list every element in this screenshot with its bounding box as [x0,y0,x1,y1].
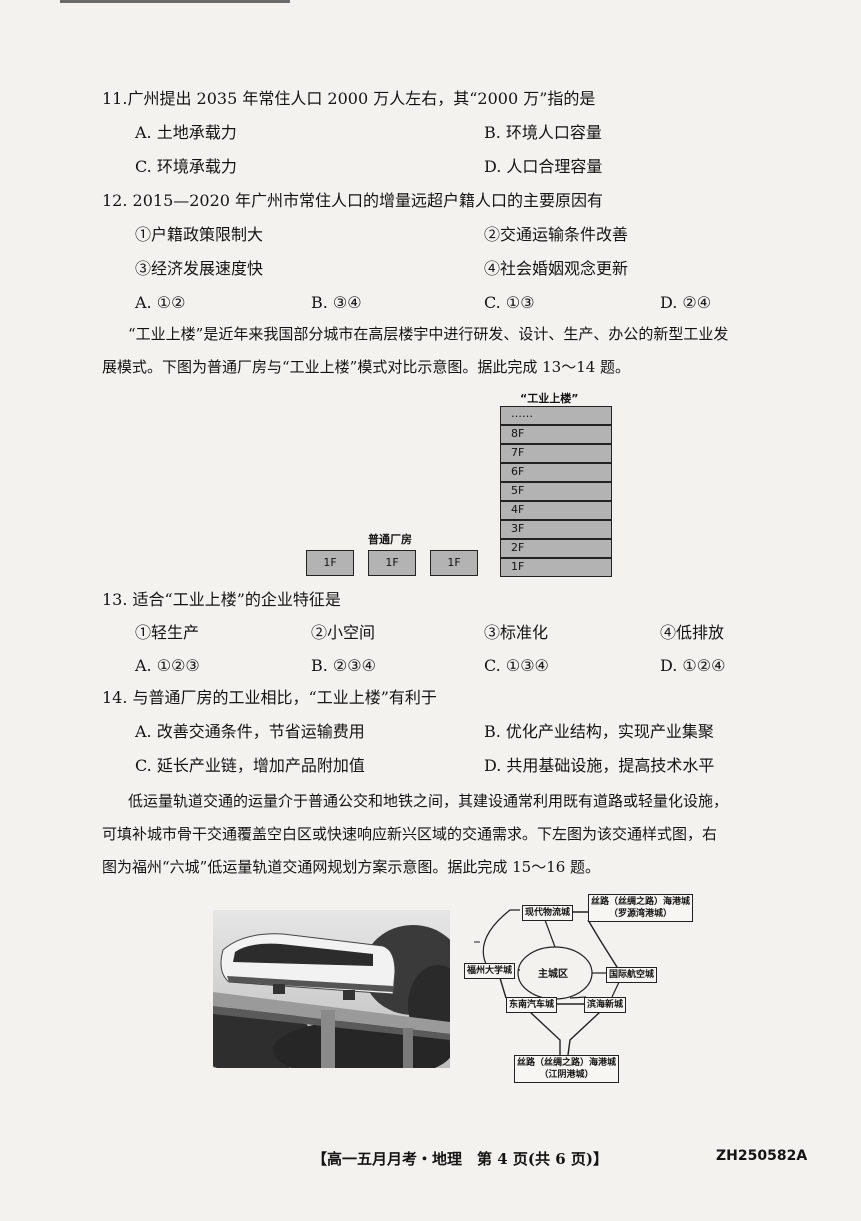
q12-statement-4: ④社会婚姻观念更新 [484,259,629,278]
flat-factory-unit: 1F [430,550,478,576]
flat-factory-unit: 1F [368,550,416,576]
q13-statement-1: ①轻生产 [135,623,200,642]
flat-factory-unit: 1F [306,550,354,576]
q13-option-a: A. ①②③ [135,656,200,675]
q12-option-d: D. ②④ [660,293,712,312]
node-aviation-city: 国际航空城 [606,967,658,983]
tower-floor: 7F [500,444,612,463]
node-south-port-city: 丝路（丝绸之路）海港城 （江阴港城） [514,1055,620,1083]
flat-factory-title: 普通厂房 [368,533,412,546]
node-main-urban-area: 主城区 [538,969,568,980]
q14-stem: 14. 与普通厂房的工业相比，“工业上楼”有利于 [102,688,437,707]
industry-comparison-diagram: “工业上楼” …… 8F 7F 6F 5F 4F 3F 2F 1F 普通厂房 1… [300,388,630,588]
monorail-photo [213,910,450,1068]
passage1-line1: “工业上楼”是近年来我国部分城市在高层楼宇中进行研发、设计、生产、办公的新型工业… [128,325,729,343]
q14-option-c: C. 延长产业链，增加产品附加值 [135,756,365,775]
q13-stem: 13. 适合“工业上楼”的企业特征是 [102,590,341,609]
q12-stem: 12. 2015—2020 年广州市常住人口的增量远超户籍人口的主要原因有 [102,191,604,210]
scan-edge-line [60,0,290,3]
q11-stem: 11.广州提出 2035 年常住人口 2000 万人左右，其“2000 万”指的… [102,89,596,108]
tower-floor: 1F [500,558,612,577]
node-university-city: 福州大学城 [464,963,516,979]
q13-option-d: D. ①②④ [660,656,726,675]
node-binhai-new-city: 滨海新城 [584,997,627,1013]
tower-floor: 3F [500,520,612,539]
q11-option-a: A. 土地承载力 [135,123,237,142]
q12-statement-1: ①户籍政策限制大 [135,225,264,244]
node-north-port-city: 丝路（丝绸之路）海港城 （罗源湾港城） [588,894,694,922]
q12-option-a: A. ①② [135,293,186,312]
tower-floor: 2F [500,539,612,558]
fuzhou-network-diagram: 现代物流城 丝路（丝绸之路）海港城 （罗源湾港城） 主城区 福州大学城 国际航空… [460,890,700,1090]
tower-floor: 5F [500,482,612,501]
node-auto-city: 东南汽车城 [506,997,558,1013]
q12-option-c: C. ①③ [484,293,535,312]
passage2-line3: 图为福州“六城”低运量轨道交通网规划方案示意图。据此完成 15～16 题。 [102,858,601,876]
q12-statement-2: ②交通运输条件改善 [484,225,629,244]
q14-option-a: A. 改善交通条件，节省运输费用 [135,722,365,741]
passage1-line2: 展模式。下图为普通厂房与“工业上楼”模式对比示意图。据此完成 13～14 题。 [102,358,631,376]
q11-option-c: C. 环境承载力 [135,157,237,176]
tower-floor: 6F [500,463,612,482]
q13-option-c: C. ①③④ [484,656,549,675]
q13-statement-2: ②小空间 [311,623,376,642]
q12-statement-3: ③经济发展速度快 [135,259,264,278]
tower-floor: 8F [500,425,612,444]
passage2-line1: 低运量轨道交通的运量介于普通公交和地铁之间，其建设通常利用既有道路或轻量化设施， [128,792,729,810]
q14-option-d: D. 共用基础设施，提高技术水平 [484,756,715,775]
footer-code: ZH250582A [716,1148,808,1164]
q13-statement-3: ③标准化 [484,623,549,642]
q13-statement-4: ④低排放 [660,623,725,642]
q11-option-d: D. 人口合理容量 [484,157,603,176]
node-logistics-city: 现代物流城 [522,905,574,921]
footer-title: 【高一五月月考・地理 第 4 页(共 6 页)】 [312,1150,608,1168]
q12-option-b: B. ③④ [311,293,362,312]
passage2-line2: 可填补城市骨干交通覆盖空白区或快速响应新兴区域的交通需求。下左图为该交通样式图，… [102,825,718,843]
monorail-image [213,910,450,1068]
tower-floor: 4F [500,501,612,520]
q14-option-b: B. 优化产业结构，实现产业集聚 [484,722,714,741]
q13-option-b: B. ②③④ [311,656,376,675]
tower-floor-dots: …… [500,406,612,425]
q11-option-b: B. 环境人口容量 [484,123,602,142]
tower-title: “工业上楼” [520,392,579,405]
